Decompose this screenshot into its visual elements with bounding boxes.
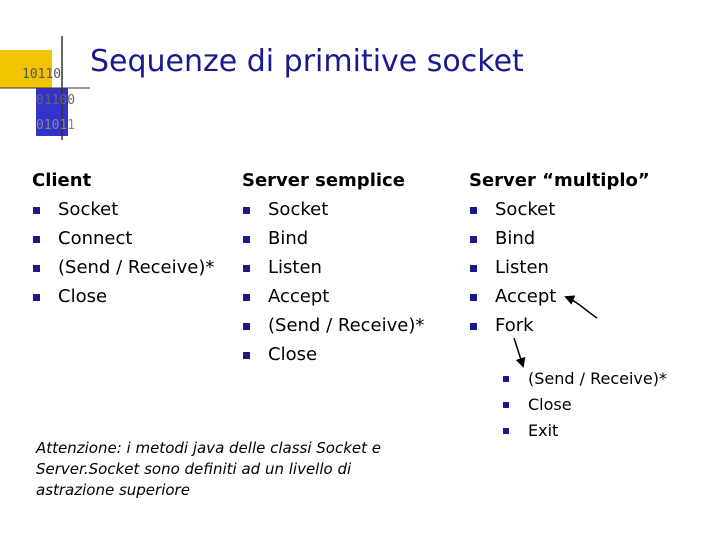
list-item: Socket xyxy=(469,195,650,224)
list-item: Fork xyxy=(469,311,650,340)
server-semplice-list: Socket Bind Listen Accept (Send / Receiv… xyxy=(242,195,424,369)
list-item: Accept xyxy=(242,282,424,311)
binary-logo: 10110 01100 01011 xyxy=(0,36,90,140)
logo-line-2: 01100 xyxy=(36,93,75,108)
list-item: Close xyxy=(242,340,424,369)
client-list: Socket Connect (Send / Receive)* Close xyxy=(32,195,214,311)
list-item: Close xyxy=(32,282,214,311)
slide-title: Sequenze di primitive socket xyxy=(90,44,524,79)
attention-note: Attenzione: i metodi java delle classi S… xyxy=(36,439,382,499)
column-heading: Server semplice xyxy=(242,170,405,191)
list-item: (Send / Receive)* xyxy=(502,366,667,392)
list-item: Accept xyxy=(469,282,650,311)
server-multiplo-list: Socket Bind Listen Accept Fork xyxy=(469,195,650,340)
list-item: Listen xyxy=(469,253,650,282)
list-item: (Send / Receive)* xyxy=(242,311,424,340)
list-item: Close xyxy=(502,392,667,418)
server-semplice-column: Server semplice Socket Bind Listen Accep… xyxy=(242,166,424,369)
logo-line-3: 01011 xyxy=(36,118,75,133)
logo-line-1: 10110 xyxy=(22,67,61,82)
server-multiplo-column: Server “multiplo” Socket Bind Listen Acc… xyxy=(469,166,650,340)
logo-yellow-block xyxy=(0,50,52,88)
list-item: Bind xyxy=(242,224,424,253)
list-item: Connect xyxy=(32,224,214,253)
column-heading: Client xyxy=(32,170,92,191)
list-item: Listen xyxy=(242,253,424,282)
list-item: (Send / Receive)* xyxy=(32,253,214,282)
list-item: Socket xyxy=(242,195,424,224)
client-column: Client Socket Connect (Send / Receive)* … xyxy=(32,166,214,311)
list-item: Socket xyxy=(32,195,214,224)
fork-arrow xyxy=(513,337,526,368)
fork-sublist: (Send / Receive)* Close Exit xyxy=(502,366,667,444)
list-item: Exit xyxy=(502,418,667,444)
list-item: Bind xyxy=(469,224,650,253)
column-heading: Server “multiplo” xyxy=(469,170,650,191)
